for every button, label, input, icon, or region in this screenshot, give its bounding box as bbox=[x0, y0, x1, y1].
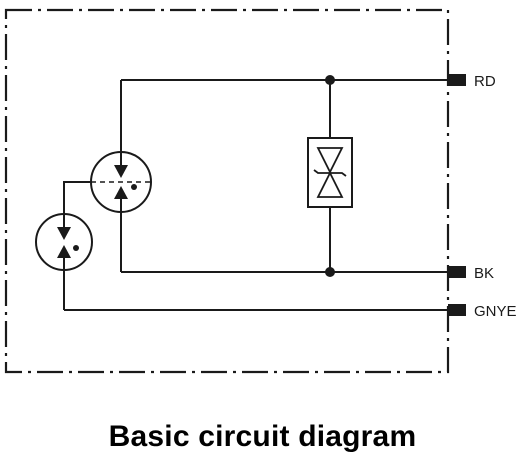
enclosure-outline bbox=[4, 8, 450, 374]
circuit-diagram: RD BK GNYE bbox=[4, 8, 517, 374]
terminal-label-rd: RD bbox=[474, 73, 496, 90]
wire-arrester-tap bbox=[63, 181, 100, 218]
diagram-caption: Basic circuit diagram bbox=[108, 420, 417, 453]
terminal-label-bk: BK bbox=[474, 265, 494, 282]
terminal-block-rd bbox=[448, 74, 466, 86]
junction-dot-bottom bbox=[325, 267, 335, 277]
gas-arrester-lower-icon bbox=[35, 213, 93, 271]
gas-arrester-upper-icon bbox=[90, 151, 152, 213]
wiring bbox=[63, 79, 462, 311]
terminal-label-gnye: GNYE bbox=[474, 303, 517, 320]
suppressor-diode-icon bbox=[307, 137, 353, 208]
terminal-block-gnye bbox=[448, 304, 466, 316]
junction-dot-top bbox=[325, 75, 335, 85]
terminal-block-bk bbox=[448, 266, 466, 278]
